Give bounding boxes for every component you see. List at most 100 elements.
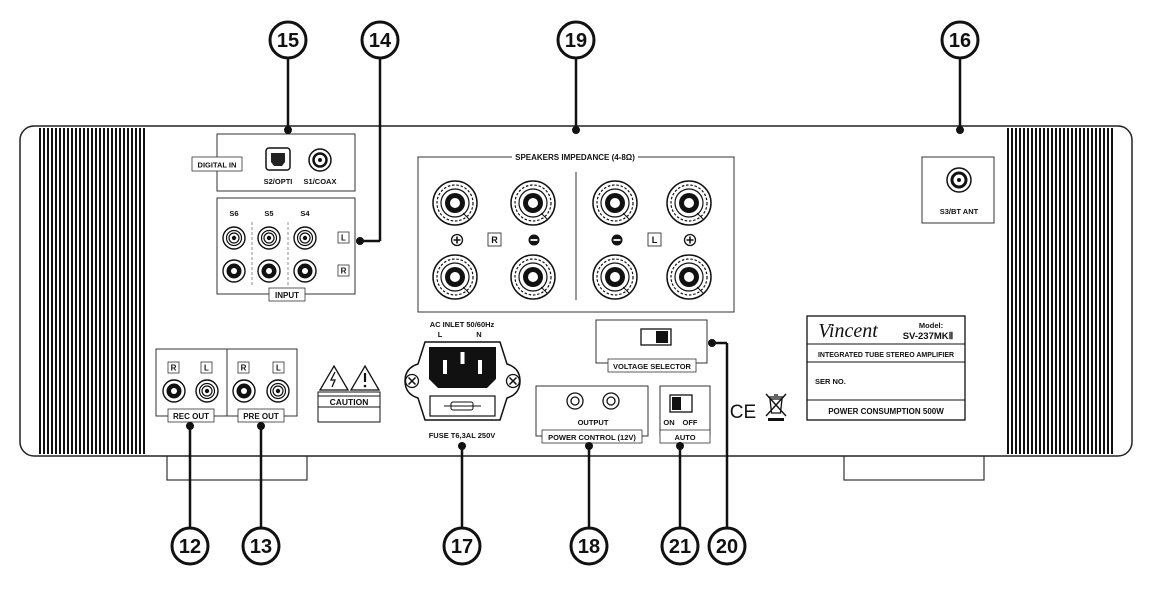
speaker-left-mark: L: [652, 235, 658, 245]
rec-out-left-rca-jack: [195, 379, 219, 403]
ce-mark: CE: [730, 402, 756, 423]
model-label: Model:: [919, 321, 943, 330]
callout-19-label: 19: [565, 30, 587, 52]
bt-antenna-jack: [946, 167, 972, 193]
auto-on-label: ON: [663, 418, 674, 427]
speaker-binding-post: [510, 254, 556, 300]
speaker-binding-post: [432, 254, 478, 300]
rec-out-jacks: [162, 379, 219, 403]
trigger-output-jack: [566, 392, 584, 410]
coaxial-input-jack: [308, 148, 332, 172]
input-left-rca-jack: [222, 226, 246, 250]
input-label-box: [268, 287, 306, 302]
auto-power-switch: [669, 394, 693, 413]
rec-out-label-box: [167, 408, 215, 423]
pre-out-jacks: [232, 379, 290, 403]
speaker-binding-post: [666, 254, 712, 300]
input-rca-jacks: [222, 226, 317, 283]
callout-14-label: 14: [369, 30, 392, 52]
callout-20: 20: [707, 526, 747, 566]
input-s4-label: S4: [300, 209, 310, 218]
model-number: SV-237MKⅡ: [903, 331, 954, 342]
caution-label: CAUTION: [330, 397, 369, 407]
ac-inlet-n: N: [476, 330, 481, 339]
auto-off-label: OFF: [683, 418, 698, 427]
pre-out-l-mark: L: [276, 364, 281, 373]
speaker-binding-post: [510, 180, 556, 226]
callout-18: 18: [569, 526, 609, 566]
callout-18-label: 18: [578, 536, 600, 558]
screw-icon: [404, 373, 420, 389]
bt-antenna-panel: [921, 156, 995, 224]
input-right-mark-box: [337, 264, 350, 277]
speaker-binding-posts: [432, 180, 712, 300]
ac-inlet-title: AC INLET 50/60Hz: [430, 320, 495, 329]
rec-out-right-rca-jack: [162, 379, 186, 403]
rec-out-l-mark: L: [204, 364, 209, 373]
voltage-selector-label-box: [607, 358, 697, 373]
ac-inlet-l: L: [438, 330, 443, 339]
leader-lines: [188, 58, 962, 528]
speaker-binding-post: [432, 180, 478, 226]
callout-14: 14: [360, 20, 400, 60]
callout-17-label: 17: [451, 536, 473, 558]
speaker-right-mark-box: [487, 232, 502, 247]
digital-in-label-box: [191, 156, 243, 172]
voltage-selector-switch: [640, 328, 672, 346]
bt-antenna-label: S3/BT ANT: [940, 207, 979, 216]
input-right-rca-jack: [293, 259, 317, 283]
serial-number-label: SER NO.: [815, 377, 846, 386]
power-consumption-label: POWER CONSUMPTION 500W: [828, 407, 944, 416]
callout-21-label: 21: [669, 536, 691, 558]
rec-out-label: REC OUT: [173, 412, 209, 421]
auto-label-box: [659, 429, 711, 444]
callout-16: 16: [940, 20, 980, 60]
leader-dots: [186, 126, 964, 450]
pre-out-right-rca-jack: [232, 379, 256, 403]
callout-16-label: 16: [949, 30, 971, 52]
speaker-right-mark: R: [491, 235, 498, 245]
pre-out-label: PRE OUT: [243, 412, 279, 421]
input-right-mark: R: [341, 267, 347, 276]
speaker-binding-post: [592, 180, 638, 226]
pre-out-left-rca-jack: [266, 379, 290, 403]
pre-out-r-box: [237, 361, 250, 374]
speaker-binding-post: [592, 254, 638, 300]
brand-logo: Vincent: [818, 320, 878, 342]
fuse-label: FUSE T6,3AL 250V: [429, 431, 496, 440]
pre-out-r-mark: R: [241, 364, 247, 373]
speaker-left-mark-box: [647, 232, 662, 247]
input-left-rca-jack: [257, 226, 281, 250]
input-right-rca-jack: [222, 259, 246, 283]
callout-15-label: 15: [277, 30, 299, 52]
trigger-output-jack: [602, 392, 620, 410]
product-description: INTEGRATED TUBE STEREO AMPLIFIER: [818, 352, 954, 359]
speaker-binding-post: [666, 180, 712, 226]
pre-out-l-box: [272, 361, 285, 374]
voltage-selector-label: VOLTAGE SELECTOR: [613, 362, 692, 371]
coaxial-label: S1/COAX: [304, 177, 337, 186]
speakers-label-box: [512, 151, 638, 163]
plus-icon: [450, 233, 464, 247]
rec-out-r-box: [167, 361, 180, 374]
screw-icon: [505, 373, 521, 389]
rec-out-r-mark: R: [171, 364, 177, 373]
weee-bin-icon: [765, 393, 787, 421]
left-foot: [166, 453, 308, 481]
optical-input-port: [265, 147, 291, 171]
power-control-label-box: [541, 429, 643, 444]
minus-icon: [528, 234, 540, 246]
ce-mark-icon: CE: [730, 402, 756, 423]
power-control-output-label: OUTPUT: [578, 418, 609, 427]
input-left-mark: L: [341, 234, 346, 243]
rec-out-l-box: [200, 361, 213, 374]
right-heatsink: [1007, 128, 1113, 454]
input-right-rca-jack: [257, 259, 281, 283]
right-foot: [843, 453, 985, 481]
digital-in-label: DIGITAL IN: [198, 161, 237, 170]
callout-19: 19: [556, 20, 596, 60]
left-heatsink: [39, 128, 145, 454]
callout-13: 13: [241, 526, 281, 566]
caution-icon: [318, 364, 381, 391]
